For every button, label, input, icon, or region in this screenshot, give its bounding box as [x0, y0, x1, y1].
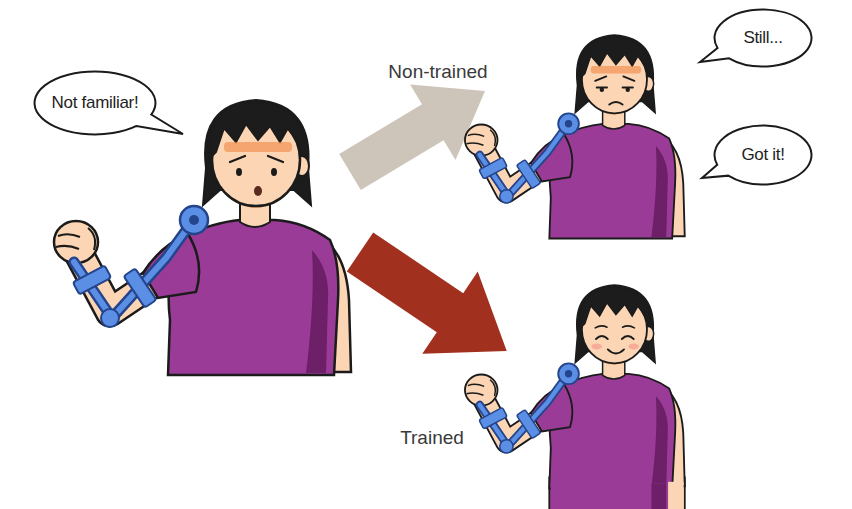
smile [608, 349, 624, 353]
person-untrained [54, 100, 351, 375]
blush [592, 343, 602, 349]
frown-mouth [609, 102, 622, 105]
person-non-trained [465, 35, 685, 239]
mouth [254, 186, 262, 196]
person-trained [465, 285, 685, 509]
shirt-shadow [651, 483, 666, 509]
speech-bubble: Got it! [713, 124, 813, 186]
person-figure [465, 35, 685, 239]
bubble-shape [700, 9, 812, 66]
happy-brows [595, 326, 634, 328]
bubble-shape [702, 126, 812, 185]
closed-eyes [596, 336, 634, 339]
eye [236, 168, 242, 176]
gloom-shading [224, 142, 292, 152]
person-figure [54, 100, 351, 375]
person-figure [465, 285, 685, 489]
speech-bubble: Still... [713, 8, 813, 68]
arm-extension [667, 477, 685, 509]
transition-label: Trained [382, 428, 482, 449]
transition-label: Non-trained [376, 62, 500, 83]
bubble-shape [35, 72, 184, 135]
eye [626, 88, 630, 92]
arm-extension [668, 482, 684, 509]
speech-bubble: Not familiar! [33, 70, 157, 136]
worried-brows [595, 76, 634, 80]
shirt-extension [551, 483, 671, 509]
blush [629, 343, 639, 349]
gloom-shading [591, 66, 641, 73]
eye [600, 88, 604, 92]
eye [271, 168, 277, 176]
worried-brows [230, 156, 283, 162]
bubble-text: Got it! [741, 146, 784, 165]
bubble-text: Still... [743, 29, 782, 48]
transition-arrow [332, 211, 534, 392]
bubble-text: Not familiar! [52, 94, 139, 113]
